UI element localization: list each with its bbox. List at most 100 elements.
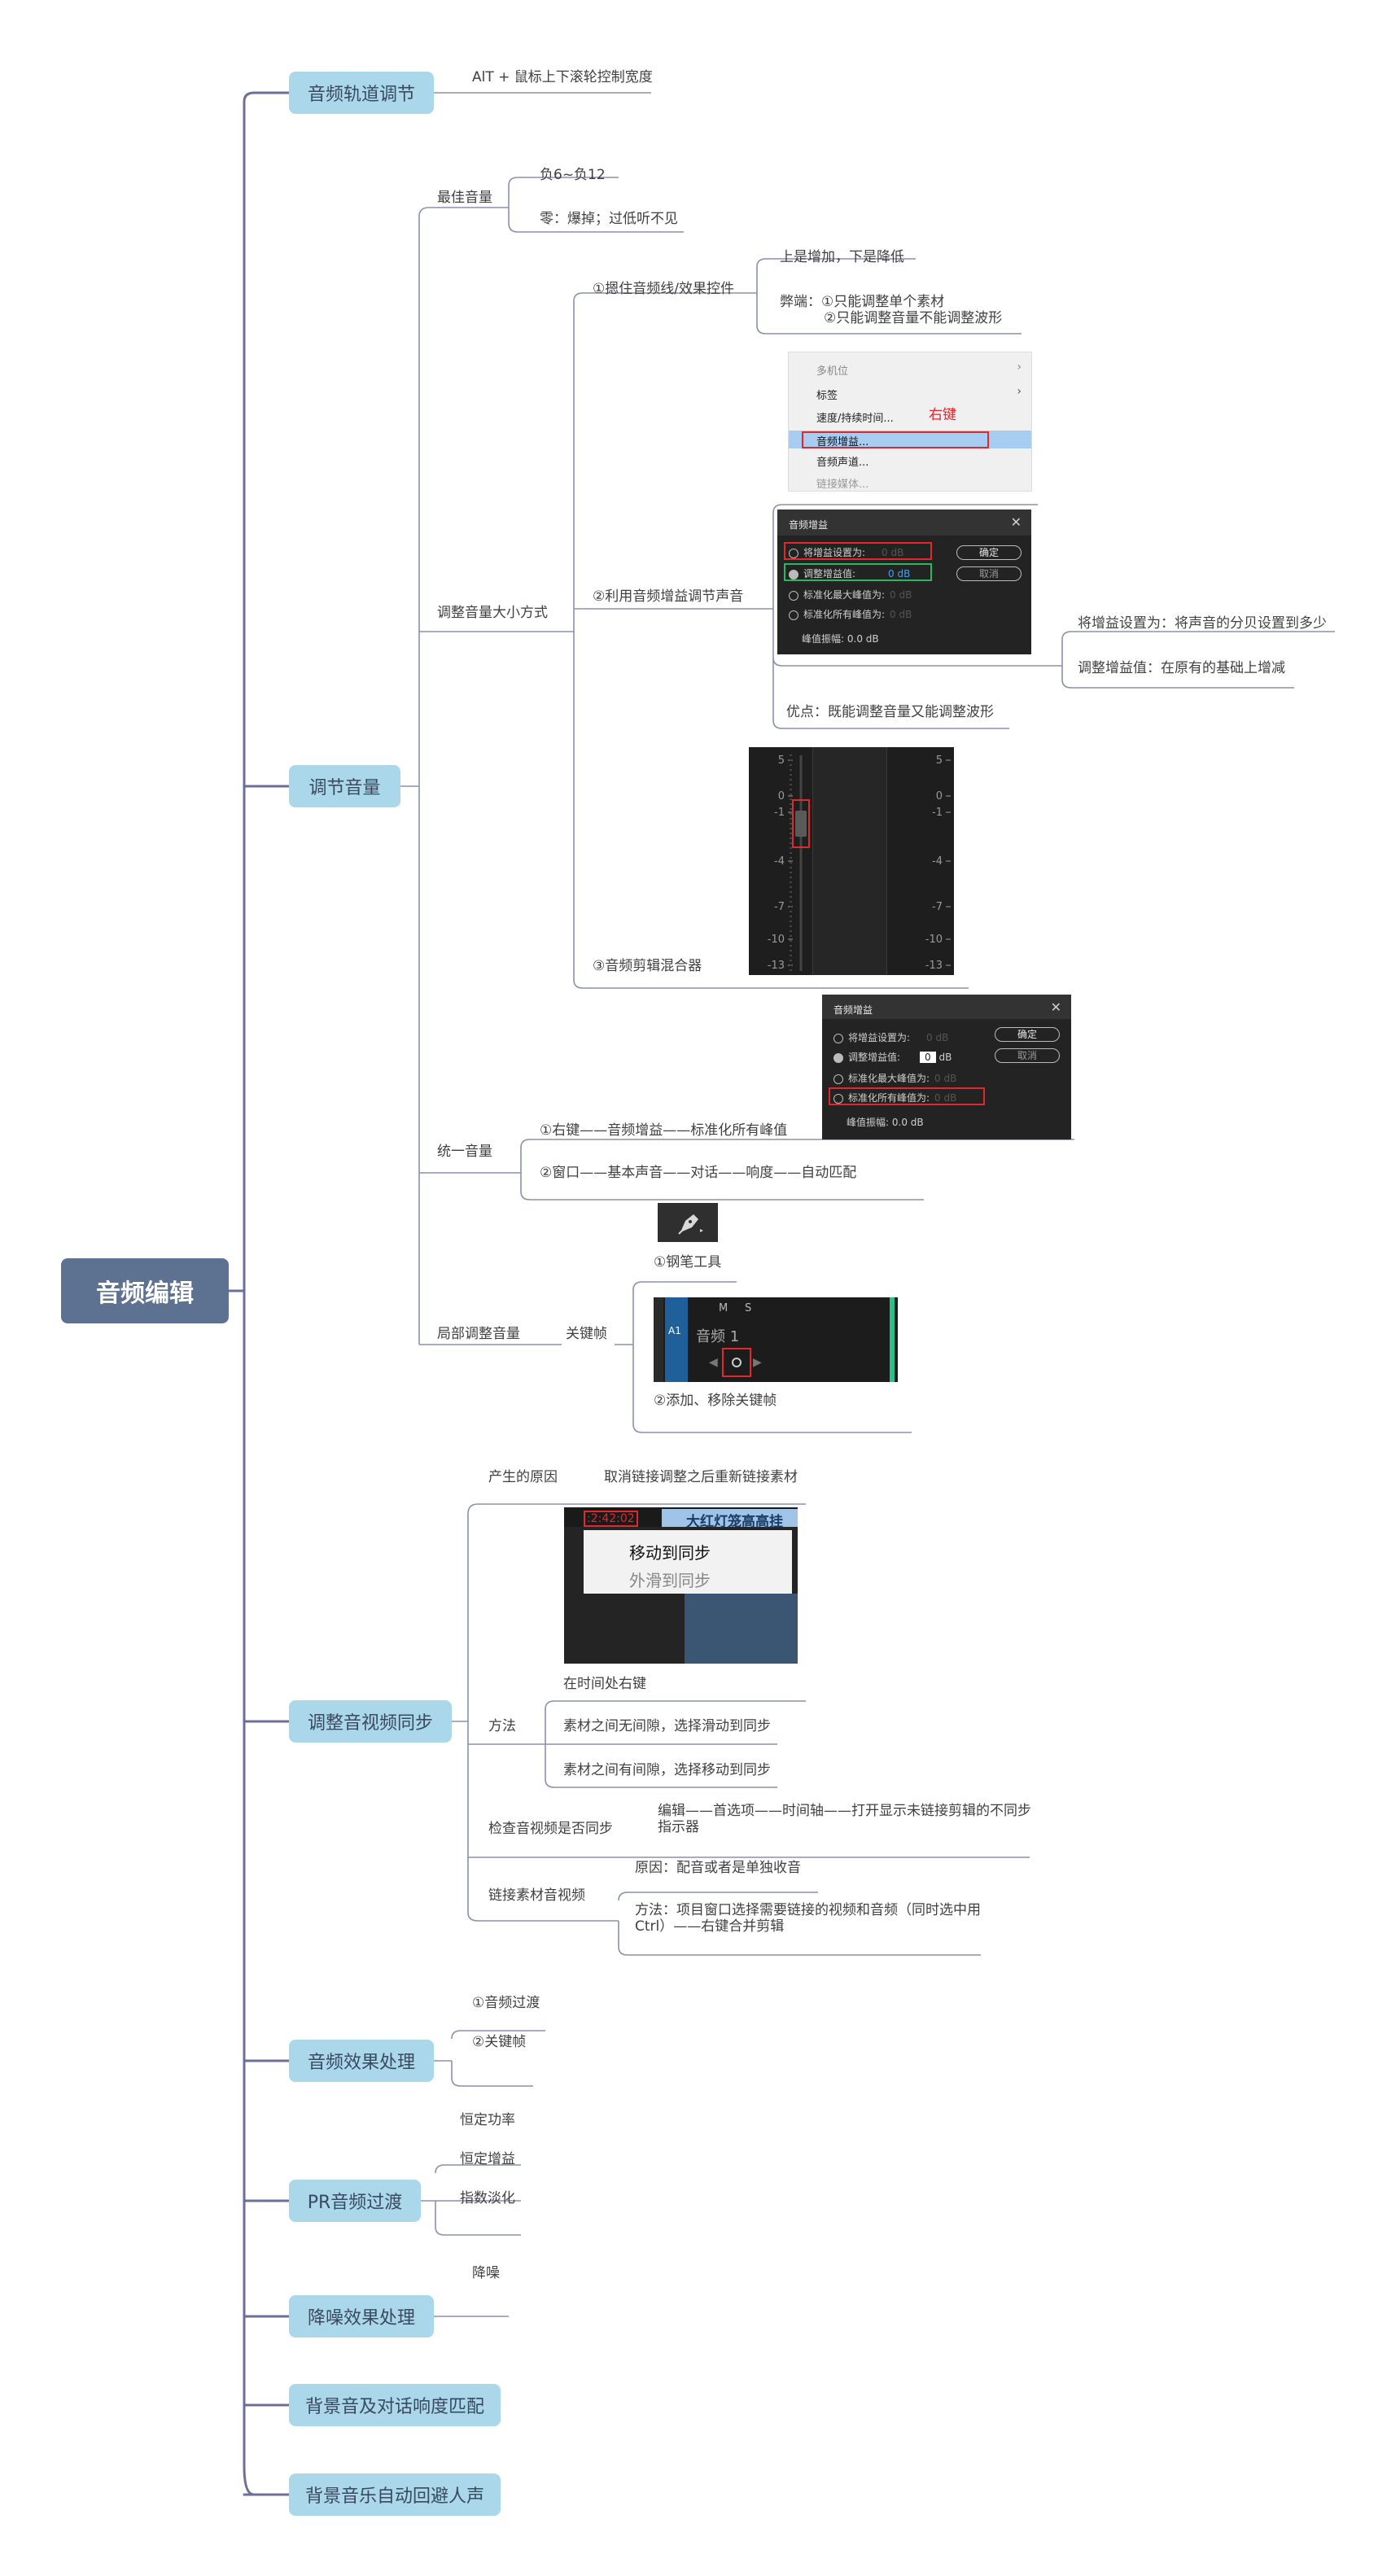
slip-to-sync[interactable]: 外滑到同步	[629, 1571, 711, 1590]
keyframe[interactable]: 关键帧	[566, 1326, 607, 1342]
move-to-sync[interactable]: 移动到同步	[629, 1543, 711, 1563]
solo-button[interactable]: S	[745, 1302, 752, 1314]
menu-item-multicam[interactable]: 多机位	[816, 365, 849, 378]
sync-cause-detail[interactable]: 取消链接调整之后重新链接素材	[604, 1469, 798, 1485]
link-av-method-1[interactable]: 方法：项目窗口选择需要链接的视频和音频（同时选中用	[635, 1902, 981, 1918]
mixer-tick-label: -4	[774, 855, 785, 868]
best-volume-range[interactable]: 负6~负12	[540, 167, 606, 183]
sync-check[interactable]: 检查音视频是否同步	[488, 1821, 613, 1837]
set-gain-row[interactable]: 将增益设置为:0 dB	[833, 1030, 948, 1044]
way-2-adjust-gain[interactable]: 调整增益值：在原有的基础上增减	[1078, 660, 1285, 676]
mute-button[interactable]: M	[719, 1302, 728, 1314]
normalize-max-row[interactable]: 标准化最大峰值为:0 dB	[789, 588, 912, 601]
normalize-all-label: 标准化所有峰值为:	[848, 1092, 930, 1104]
effect-keyframe[interactable]: ②关键帧	[472, 2034, 527, 2050]
unify-2[interactable]: ②窗口——基本声音——对话——响度——自动匹配	[540, 1165, 857, 1181]
unify-volume[interactable]: 统一音量	[437, 1144, 492, 1160]
sync-method-1[interactable]: 在时间处右键	[563, 1676, 646, 1692]
adjust-gain-value: 0 dB	[888, 568, 911, 579]
radio-icon	[833, 1093, 843, 1104]
branch-audio-effects[interactable]: 音频效果处理	[289, 2040, 434, 2082]
effect-audio-transition[interactable]: ①音频过渡	[472, 1995, 540, 2011]
menu-item-speed[interactable]: 速度/持续时间...	[816, 413, 894, 425]
adjust-gain-row[interactable]: 调整增益值:0 dB	[833, 1050, 952, 1064]
normalize-all-row[interactable]: 标准化所有峰值为:0 dB	[789, 607, 912, 621]
sync-method[interactable]: 方法	[488, 1718, 516, 1734]
transition-exponential-fade[interactable]: 指数淡化	[460, 2190, 515, 2206]
radio-icon	[833, 1033, 843, 1043]
normalize-max-label: 标准化最大峰值为:	[848, 1073, 930, 1084]
sync-method-2[interactable]: 素材之间无间隙，选择滑动到同步	[563, 1718, 771, 1734]
link-av-method-2[interactable]: Ctrl）——右键合并剪辑	[635, 1918, 785, 1935]
sync-method-3[interactable]: 素材之间有间隙，选择移动到同步	[563, 1762, 771, 1778]
mixer-tick-label: -4	[932, 855, 943, 868]
branch-auto-ducking[interactable]: 背景音乐自动回避人声	[289, 2473, 501, 2516]
audio-gain-dialog-2: 音频增益 ✕ 将增益设置为:0 dB 调整增益值:0 dB 标准化最大峰值为:0…	[822, 995, 1071, 1139]
way-1-drawback-b[interactable]: ②只能调整音量不能调整波形	[824, 310, 1003, 326]
pen-tool[interactable]: ①钢笔工具	[654, 1254, 722, 1271]
way-2-set-gain[interactable]: 将增益设置为：将声音的分贝设置到多少	[1078, 615, 1327, 632]
close-icon[interactable]: ✕	[1050, 999, 1061, 1015]
sync-cause[interactable]: 产生的原因	[488, 1469, 558, 1485]
menu-item-audio-gain[interactable]: 音频增益...	[816, 436, 869, 448]
adjust-gain-row[interactable]: 调整增益值:0 dB	[789, 566, 910, 580]
best-volume-note[interactable]: 零：爆掉；过低听不见	[540, 211, 678, 227]
adjust-gain-input[interactable]: 0	[920, 1052, 936, 1063]
timecode[interactable]: :2:42:02	[584, 1511, 638, 1527]
menu-highlight	[789, 431, 1031, 448]
way-2-advantage[interactable]: 优点：既能调整音量又能调整波形	[786, 704, 994, 720]
branch-track-adjust[interactable]: 音频轨道调节	[289, 72, 434, 114]
track-width-note[interactable]: AlT + 鼠标上下滚轮控制宽度	[472, 69, 653, 85]
track-label[interactable]: A1	[668, 1325, 681, 1336]
pen-icon[interactable]	[658, 1203, 718, 1242]
best-volume[interactable]: 最佳音量	[437, 190, 492, 206]
way-1-drawback-a[interactable]: 弊端：①只能调整单个素材	[780, 294, 945, 310]
way-2[interactable]: ②利用音频增益调节声音	[593, 588, 744, 605]
close-icon[interactable]: ✕	[1010, 514, 1022, 530]
ok-button[interactable]: 确定	[995, 1027, 1060, 1042]
sync-check-detail-1[interactable]: 编辑——首选项——时间轴——打开显示未链接剪辑的不同步	[658, 1803, 1031, 1819]
branch-denoise[interactable]: 降噪效果处理	[289, 2295, 434, 2338]
cancel-button[interactable]: 取消	[995, 1048, 1060, 1063]
way-3[interactable]: ③音频剪辑混合器	[593, 958, 702, 974]
menu-item-link-media[interactable]: 链接媒体...	[816, 479, 869, 491]
transition-constant-gain[interactable]: 恒定增益	[460, 2151, 515, 2167]
sync-check-detail-2[interactable]: 指示器	[658, 1819, 699, 1835]
transition-constant-power[interactable]: 恒定功率	[460, 2112, 515, 2128]
add-remove-keyframe[interactable]: ②添加、移除关键帧	[654, 1393, 777, 1409]
radio-icon	[789, 590, 798, 601]
menu-item-label[interactable]: 标签	[816, 390, 838, 402]
branch-av-sync[interactable]: 调整音视频同步	[289, 1700, 452, 1743]
normalize-max-row[interactable]: 标准化最大峰值为:0 dB	[833, 1071, 956, 1085]
ok-button[interactable]: 确定	[956, 545, 1022, 560]
set-gain-row[interactable]: 将增益设置为:0 dB	[789, 545, 903, 559]
link-av[interactable]: 链接素材音视频	[488, 1887, 585, 1904]
branch-loudness-match[interactable]: 背景音及对话响度匹配	[289, 2384, 501, 2426]
volume-ways[interactable]: 调整音量大小方式	[437, 605, 548, 621]
root-node[interactable]: 音频编辑	[61, 1258, 229, 1323]
clip-bar[interactable]	[662, 1509, 798, 1527]
add-keyframe-icon[interactable]	[732, 1358, 742, 1367]
normalize-all-row[interactable]: 标准化所有峰值为:0 dB	[833, 1091, 956, 1104]
link-av-reason[interactable]: 原因：配音或者是单独收音	[635, 1860, 801, 1876]
menu-item-audio-channels[interactable]: 音频声道...	[816, 457, 869, 469]
denoise[interactable]: 降噪	[472, 2265, 500, 2281]
cancel-button[interactable]: 取消	[956, 566, 1022, 581]
local-volume[interactable]: 局部调整音量	[437, 1326, 520, 1342]
volume-fader-knob[interactable]	[795, 811, 807, 837]
branch-audio-transition[interactable]: PR音频过渡	[289, 2180, 421, 2222]
clip-name: 大红灯笼高高挂	[686, 1514, 783, 1530]
radio-icon	[789, 548, 798, 558]
way-1[interactable]: ①摁住音频线/效果控件	[593, 281, 734, 297]
set-gain-value: 0 dB	[882, 547, 904, 558]
unify-1[interactable]: ①右键——音频增益——标准化所有峰值	[540, 1122, 788, 1139]
way-1-up-down[interactable]: 上是增加，下是降低	[780, 249, 904, 265]
normalize-all-red-box	[829, 1087, 985, 1105]
branch-adjust-volume[interactable]: 调节音量	[289, 765, 400, 807]
next-keyframe-icon[interactable]: ▶	[753, 1356, 762, 1369]
keyframe-red-box	[722, 1348, 751, 1377]
prev-keyframe-icon[interactable]: ◀	[709, 1356, 718, 1369]
radio-checked-icon	[833, 1052, 843, 1063]
